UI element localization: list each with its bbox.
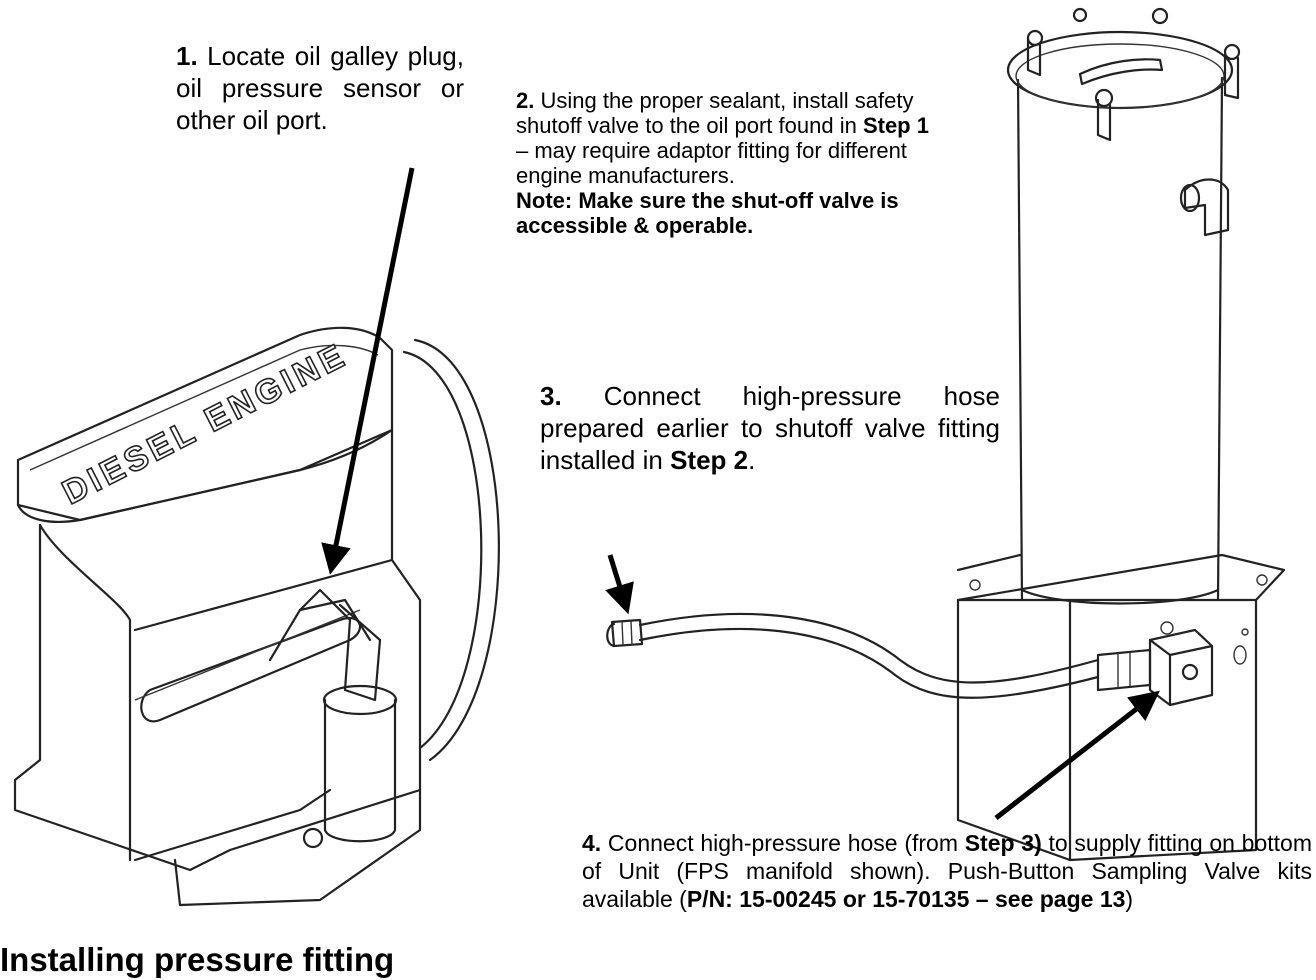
step-1-text: Locate oil galley plug, oil pressure sen… — [176, 41, 464, 135]
step-2-instruction: 2. Using the proper sealant, install saf… — [516, 88, 936, 238]
step-4-text: Connect high-pressure hose (from — [601, 830, 965, 856]
step-2-ref: Step 1 — [862, 113, 929, 138]
section-heading: Installing pressure fitting — [0, 941, 395, 978]
step-4-number: 4. — [582, 830, 602, 856]
step-2-note: Note: Make sure the shut-off valve is ac… — [516, 188, 899, 238]
step-3-ref: Step 2 — [670, 445, 749, 475]
step1-arrow — [321, 167, 415, 575]
step-2-text-cont: – may require adaptor fitting for differ… — [516, 138, 907, 188]
step-2-number: 2. — [516, 88, 535, 113]
step-4-close-paren: ) — [1125, 886, 1134, 912]
step-3-period: . — [748, 445, 756, 475]
step4-arrow — [994, 690, 1160, 820]
step-4-text-cont: to supply fitting on bottom of Unit (FPS… — [582, 830, 1312, 912]
step-4-part-numbers: P/N: 15-00245 or 15-70135 – see page 13 — [686, 886, 1126, 912]
diesel-engine-illustration: DIESEL ENGINE — [13, 326, 500, 907]
filter-unit-illustration — [956, 7, 1286, 862]
high-pressure-hose-illustration — [606, 612, 1100, 699]
step-1-instruction: 1. Locate oil galley plug, oil pressure … — [176, 40, 464, 136]
step-3-text: Connect high-pressure hose prepared earl… — [540, 381, 1000, 475]
step-4-ref: Step 3) — [964, 830, 1042, 856]
step-2-text: Using the proper sealant, install safety… — [516, 88, 914, 138]
step-3-number: 3. — [540, 381, 562, 411]
step-1-number: 1. — [176, 41, 198, 71]
step-3-instruction: 3. Connect high-pressure hose prepared e… — [540, 380, 1000, 476]
step-4-instruction: 4. Connect high-pressure hose (from Step… — [582, 829, 1312, 913]
step3-arrow — [605, 554, 634, 615]
